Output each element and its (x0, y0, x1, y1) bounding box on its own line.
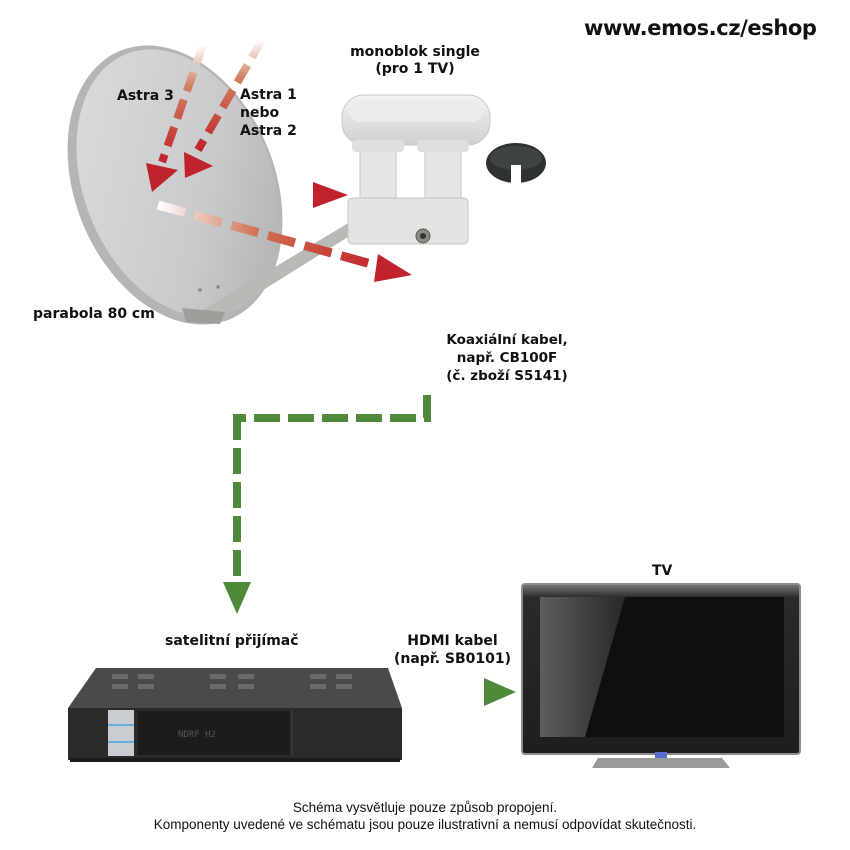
lnb-clamp (486, 143, 546, 183)
coax-cable-label: Koaxiální kabel, např. CB100F (č. zboží … (432, 331, 582, 386)
tv-label: TV (652, 563, 673, 579)
coax-line2: např. CB100F (456, 350, 558, 367)
reflected-signal-lnb (182, 182, 348, 208)
signal-arrow-astra3 (146, 43, 207, 192)
astra12-line2: nebo (240, 105, 280, 122)
lnb-label-line1: monoblok single (350, 44, 480, 60)
footnote-line1: Schéma vysvětluje pouze způsob propojení… (292, 800, 558, 815)
receiver-display: NDRF H2 (178, 730, 216, 740)
hdmi-cable-label: HDMI kabel (např. SB0101) (385, 632, 520, 668)
hdmi-line1: HDMI kabel (407, 633, 498, 649)
lnb-monoblock (341, 94, 491, 245)
satellite-receiver: NDRF H2 (68, 668, 402, 762)
receiver-front-panel (108, 710, 134, 756)
dish-label: parabola 80 cm (33, 306, 155, 322)
receiver-label: satelitní přijímač (165, 633, 299, 649)
satellite-label-astra3: Astra 3 (117, 88, 174, 104)
signal-arrow-astra12 (184, 37, 266, 178)
astra12-line1: Astra 1 (240, 87, 297, 103)
satellite-label-astra12: Astra 1 nebo Astra 2 (240, 86, 297, 141)
disclaimer-footnote: Schéma vysvětluje pouze způsob propojení… (0, 800, 850, 834)
hdmi-cable-path (402, 678, 516, 706)
coax-arrowhead (223, 582, 251, 614)
reflected-signal-cable (156, 200, 412, 282)
footnote-line2: Komponenty uvedené ve schématu jsou pouz… (153, 816, 697, 832)
satellite-dish (67, 45, 356, 325)
television (521, 583, 801, 768)
lnb-label-line2: (pro 1 TV) (375, 60, 455, 77)
hdmi-line2: (např. SB0101) (393, 651, 512, 668)
astra12-line3: Astra 2 (240, 123, 297, 140)
lnb-label: monoblok single (pro 1 TV) (330, 44, 500, 78)
website-url[interactable]: www.emos.cz/eshop (584, 16, 817, 40)
coax-cable-path (223, 262, 431, 614)
coax-line1: Koaxiální kabel, (446, 332, 568, 348)
coax-line3: (č. zboží S5141) (446, 368, 568, 385)
dish-mount (182, 308, 225, 324)
